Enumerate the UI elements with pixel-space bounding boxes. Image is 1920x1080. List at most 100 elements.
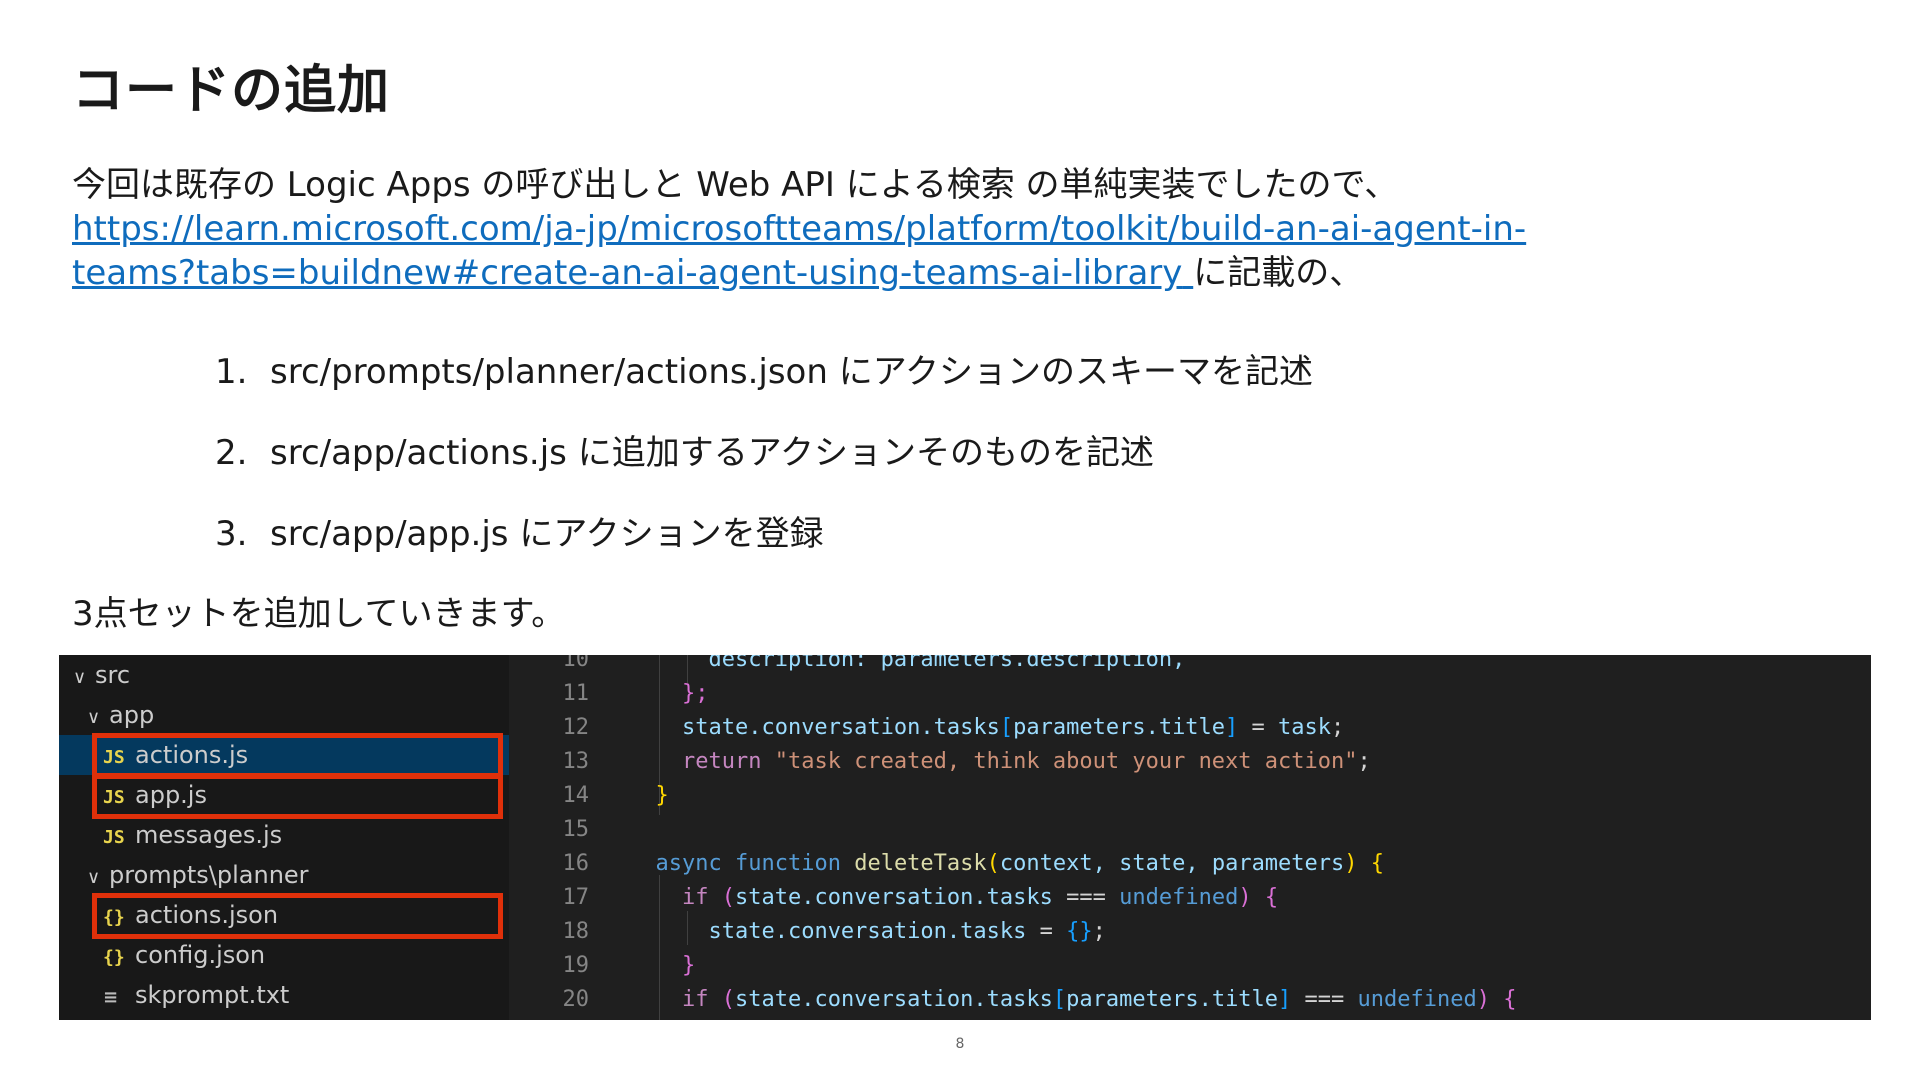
code-line: 11 }; bbox=[509, 677, 1871, 711]
tree-label: prompts\planner bbox=[109, 861, 309, 889]
code-token: async bbox=[655, 851, 722, 876]
intro-paragraph: 今回は既存の Logic Apps の呼び出しと Web API による検索 の… bbox=[72, 163, 1852, 295]
code-token: ( bbox=[721, 885, 735, 910]
code-token: state.conversation.tasks bbox=[708, 919, 1027, 944]
code-token bbox=[761, 749, 774, 774]
step-3: 3.src/app/app.js にアクションを登録 bbox=[215, 506, 824, 555]
code-token: ] bbox=[1225, 715, 1239, 740]
indent bbox=[629, 851, 656, 876]
tree-label: config.json bbox=[135, 941, 266, 969]
tree-label: actions.json bbox=[135, 901, 279, 929]
step-2-number: 2. bbox=[215, 433, 248, 473]
docs-link-line-1: https://learn.microsoft.com/ja-jp/micros… bbox=[72, 209, 1527, 249]
code-line: 20 if (state.conversation.tasks[paramete… bbox=[509, 983, 1871, 1017]
tree-file-config-json[interactable]: {} config.json bbox=[59, 935, 509, 975]
code-line: 12 state.conversation.tasks[parameters.t… bbox=[509, 711, 1871, 745]
indent bbox=[629, 919, 708, 944]
tree-folder-app[interactable]: ∨ app bbox=[59, 695, 537, 735]
code-token: undefined bbox=[1119, 885, 1239, 910]
code-token: state.conversation.tasks bbox=[734, 987, 1053, 1012]
tree-folder-src[interactable]: ∨src bbox=[59, 655, 523, 695]
code-token bbox=[841, 851, 854, 876]
docs-link[interactable]: https://learn.microsoft.com/ja-jp/micros… bbox=[72, 209, 1526, 293]
step-1-path: src/prompts/planner/actions.json bbox=[270, 352, 828, 392]
indent-guide bbox=[659, 655, 660, 815]
code-token bbox=[708, 885, 721, 910]
page-number: 8 bbox=[955, 1036, 965, 1052]
code-token: ; bbox=[1092, 919, 1106, 944]
tree-label: actions.js bbox=[135, 741, 249, 769]
code-token: "task created, think about your next act… bbox=[774, 749, 1358, 774]
tree-label: app bbox=[109, 701, 155, 729]
step-1-text: にアクションのスキーマを記述 bbox=[827, 352, 1314, 392]
step-2: 2.src/app/actions.js に追加するアクションそのものを記述 bbox=[215, 425, 1154, 474]
json-file-icon: {} bbox=[103, 907, 125, 928]
code-token: ) bbox=[1238, 885, 1252, 910]
code-token: state.conversation.tasks bbox=[734, 885, 1053, 910]
docs-link-line-2: teams?tabs=buildnew#create-an-ai-agent-u… bbox=[72, 253, 1183, 293]
step-2-path: src/app/actions.js bbox=[270, 433, 567, 473]
link-suffix: に記載の、 bbox=[1193, 253, 1364, 293]
code-token: if bbox=[681, 885, 709, 910]
indent bbox=[629, 655, 708, 672]
code-token: ( bbox=[721, 987, 735, 1012]
line-number: 16 bbox=[562, 851, 590, 876]
code-token: { bbox=[1264, 885, 1279, 910]
code-token: deleteTask bbox=[854, 851, 987, 876]
code-token bbox=[722, 851, 735, 876]
tree-file-actions-json[interactable]: {} actions.json bbox=[59, 895, 509, 935]
code-token: { bbox=[1370, 851, 1385, 876]
step-3-number: 3. bbox=[215, 514, 248, 554]
step-1: 1. src/prompts/planner/actions.json にアクショ… bbox=[215, 344, 1313, 393]
code-token: state.conversation.tasks bbox=[681, 715, 1000, 740]
line-number: 11 bbox=[562, 681, 590, 706]
step-3-text: にアクションを登録 bbox=[508, 514, 824, 554]
indent-guide bbox=[659, 875, 660, 1020]
step-1-number: 1. bbox=[215, 352, 248, 392]
code-line: 19 } bbox=[509, 949, 1871, 983]
code-editor[interactable]: 10 description: parameters.description,1… bbox=[509, 655, 1871, 1020]
closing-text: 3点セットを追加していきます。 bbox=[72, 594, 566, 634]
code-token: description: parameters.description, bbox=[708, 655, 1186, 672]
code-line: 18 state.conversation.tasks = {}; bbox=[509, 915, 1871, 949]
slide-title: コードの追加 bbox=[72, 61, 391, 121]
line-number: 14 bbox=[562, 783, 590, 808]
code-token: = bbox=[1026, 919, 1067, 944]
code-token: function bbox=[734, 851, 841, 876]
indent-guide bbox=[687, 911, 688, 945]
tree-label: src bbox=[95, 661, 131, 689]
chevron-down-icon: ∨ bbox=[87, 867, 101, 888]
indent bbox=[629, 987, 682, 1012]
text-file-icon: ≡ bbox=[103, 987, 119, 1008]
line-number: 20 bbox=[562, 987, 590, 1012]
indent bbox=[629, 783, 656, 808]
code-token bbox=[1490, 987, 1503, 1012]
chevron-down-icon: ∨ bbox=[87, 707, 101, 728]
tree-folder-prompts-planner[interactable]: ∨ prompts\planner bbox=[59, 855, 537, 895]
tree-file-skprompt-txt[interactable]: ≡skprompt.txt bbox=[59, 975, 509, 1015]
indent bbox=[629, 953, 682, 978]
code-token: } bbox=[655, 783, 669, 808]
code-token: } bbox=[681, 953, 696, 978]
line-number: 15 bbox=[562, 817, 590, 842]
code-token: task bbox=[1278, 715, 1332, 740]
javascript-file-icon: JS bbox=[103, 827, 125, 848]
line-number: 19 bbox=[562, 953, 590, 978]
json-file-icon: {} bbox=[103, 947, 125, 968]
javascript-file-icon: JS bbox=[103, 787, 125, 808]
indent-guide bbox=[687, 655, 688, 683]
code-token: if bbox=[681, 987, 709, 1012]
code-token bbox=[1358, 851, 1371, 876]
code-token: === bbox=[1291, 987, 1358, 1012]
code-line: 15 bbox=[509, 813, 1871, 847]
highlight-box-app-js bbox=[92, 773, 503, 819]
line-number: 17 bbox=[562, 885, 590, 910]
indent bbox=[629, 681, 682, 706]
code-token: { bbox=[1503, 987, 1517, 1012]
code-line: 17 if (state.conversation.tasks === unde… bbox=[509, 881, 1871, 915]
